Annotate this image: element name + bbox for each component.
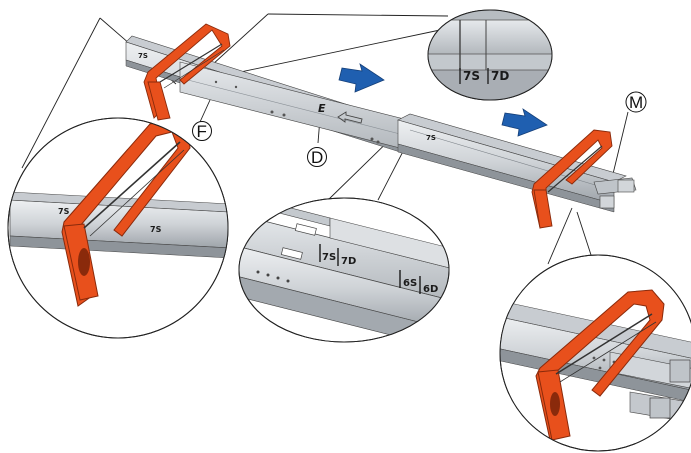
zoom-mid-mark-b: 7D <box>341 256 356 267</box>
zoom-mid-mark-c: 6S <box>403 278 417 289</box>
zoom-top: 7S 7D <box>427 9 553 101</box>
part-label-e: E <box>318 102 326 115</box>
hacksaw-icon-zoom-left <box>61 118 191 307</box>
arrow-right-icon-2 <box>501 108 548 137</box>
callout-d: D <box>307 147 327 167</box>
hacksaw-icon-zoom-right <box>535 289 665 441</box>
zoom-top-mark-b: 7D <box>491 69 509 83</box>
zoom-mid-mark-a: 7S <box>322 252 336 263</box>
callout-f-label: F <box>197 122 207 141</box>
arrow-left-icon <box>337 111 363 124</box>
zoom-mid-mark-d: 6D <box>423 284 438 295</box>
hacksaw-icon <box>143 23 231 121</box>
zoom-right <box>499 254 691 452</box>
hacksaw-icon-right <box>531 129 613 229</box>
callout-f: F <box>192 121 212 141</box>
rail-mark-right-1: 7S <box>426 134 436 142</box>
arrow-right-icon <box>338 63 385 93</box>
callout-m-label: M <box>629 93 643 112</box>
callout-m: M <box>625 91 647 113</box>
zoom-top-mark-a: 7S <box>463 69 480 83</box>
zoom-left: 7S 7S <box>7 117 229 339</box>
rail-mark-left-1: 7S <box>138 52 148 60</box>
zoom-left-mark-1: 7S <box>58 207 70 216</box>
callout-d-label: D <box>311 148 323 167</box>
zoom-left-mark-2: 7S <box>150 225 162 234</box>
rail-end-tubes <box>593 177 637 209</box>
zoom-middle: 7S 7D 6S 6D <box>238 197 450 343</box>
